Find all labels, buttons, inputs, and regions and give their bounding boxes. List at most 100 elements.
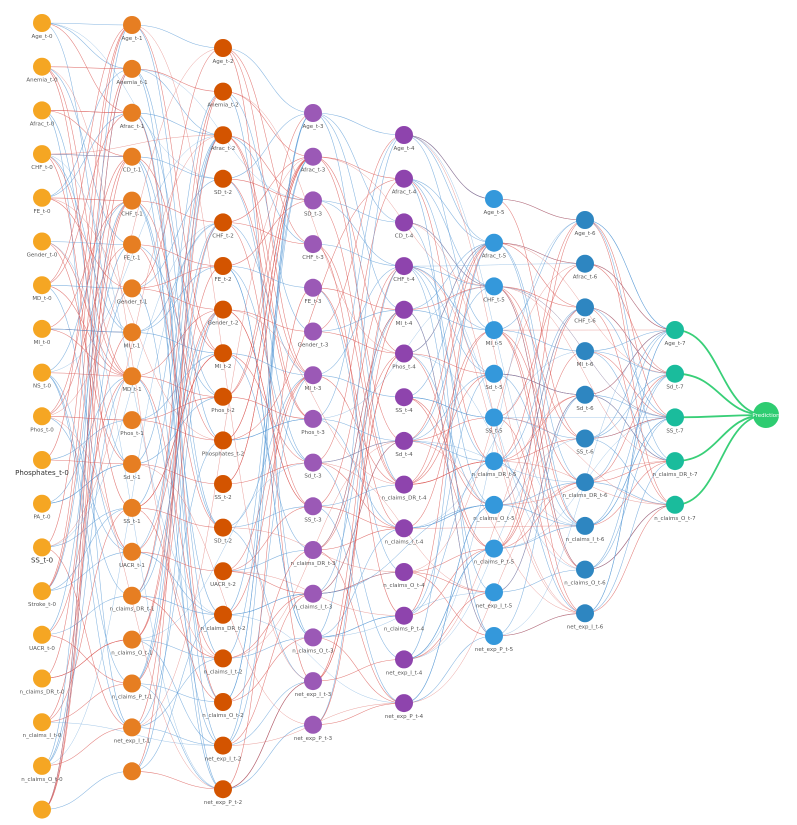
node-circle bbox=[576, 516, 594, 535]
node-label: net_exp_P_t-3 bbox=[294, 736, 333, 742]
edge bbox=[131, 24, 224, 354]
graph-node: MI_t-4 bbox=[395, 300, 413, 327]
edge bbox=[222, 374, 314, 746]
edge bbox=[222, 47, 314, 114]
node-circle bbox=[33, 756, 51, 775]
edge bbox=[403, 242, 495, 485]
edge bbox=[584, 263, 676, 331]
node-circle bbox=[214, 736, 232, 755]
graph-node: n_claims_O_t-7 bbox=[654, 495, 696, 522]
node-label: SS_t-6 bbox=[576, 450, 594, 456]
node-label: Gender_t-1 bbox=[117, 299, 148, 305]
node-circle bbox=[33, 188, 51, 207]
graph-node: Sd_t-1 bbox=[123, 455, 141, 481]
edge bbox=[222, 374, 314, 528]
graph-node: UACR_t-2 bbox=[210, 562, 236, 588]
edge bbox=[584, 263, 676, 374]
prediction-label: Prediction bbox=[752, 413, 780, 419]
edge bbox=[41, 66, 133, 70]
graph-node: MI_t-0 bbox=[33, 319, 51, 346]
node-circle bbox=[33, 800, 51, 819]
node-circle bbox=[304, 104, 322, 122]
node-label: PA_t-0 bbox=[33, 515, 51, 521]
node-circle bbox=[304, 628, 322, 647]
node-circle bbox=[33, 101, 51, 120]
graph-node: n_claims_O_t-0 bbox=[21, 756, 63, 783]
edge bbox=[41, 375, 133, 767]
graph-node: Phosphates_t-0 bbox=[15, 451, 69, 477]
node-label: CD_t-1 bbox=[123, 168, 141, 174]
edges-group bbox=[41, 22, 767, 810]
node-label: n_claims_O_t-4 bbox=[383, 583, 425, 589]
node-circle bbox=[304, 672, 322, 691]
edge bbox=[41, 68, 133, 592]
edge bbox=[493, 219, 586, 331]
edge bbox=[131, 222, 224, 684]
graph-node: n_claims_O_t-1 bbox=[111, 630, 153, 657]
edge bbox=[403, 242, 495, 398]
node-label: Afrac_t-6 bbox=[573, 275, 598, 281]
node-label: MI_t-0 bbox=[34, 340, 51, 346]
edge bbox=[222, 309, 405, 485]
edge bbox=[222, 156, 314, 441]
node-circle bbox=[214, 39, 232, 57]
edge bbox=[493, 219, 586, 462]
edge bbox=[222, 156, 314, 398]
graph-node: Afrac_t-3 bbox=[301, 147, 326, 174]
edge bbox=[312, 265, 405, 682]
node-circle bbox=[666, 408, 684, 427]
node-label: net_exp_I_t-2 bbox=[205, 757, 242, 763]
node-label: net_exp_I_t-5 bbox=[476, 603, 513, 609]
edge bbox=[222, 374, 314, 616]
edge bbox=[222, 112, 314, 180]
edge bbox=[41, 68, 133, 810]
edge bbox=[493, 394, 586, 593]
edge bbox=[312, 287, 405, 311]
node-circle bbox=[33, 145, 51, 164]
edge bbox=[131, 24, 224, 49]
edge bbox=[584, 417, 676, 570]
edge bbox=[131, 68, 224, 528]
node-circle bbox=[304, 235, 322, 254]
node-label: Afrac_t-0 bbox=[30, 121, 55, 127]
node-circle bbox=[576, 254, 594, 273]
edge bbox=[222, 112, 314, 746]
node-label: SS_t-3 bbox=[304, 517, 322, 523]
node-label: Phos_t-4 bbox=[392, 365, 416, 371]
node-circle bbox=[33, 625, 51, 644]
edge bbox=[584, 329, 676, 614]
node-circle bbox=[395, 388, 413, 407]
edge bbox=[222, 680, 314, 790]
graph-node: SS_t-0 bbox=[31, 538, 53, 564]
edge bbox=[41, 156, 133, 810]
node-circle bbox=[304, 278, 322, 297]
graph-node: CHF_t-0 bbox=[31, 145, 53, 171]
graph-node: Age_t-5 bbox=[483, 190, 505, 216]
node-circle bbox=[123, 455, 141, 473]
node-label: NS_t-0 bbox=[33, 384, 51, 390]
edge bbox=[222, 680, 314, 746]
node-circle bbox=[395, 606, 413, 625]
graph-node: net_exp_P_t-3 bbox=[294, 715, 333, 742]
node-circle bbox=[304, 453, 322, 472]
graph-node: n_claims_I_t-0 bbox=[23, 713, 62, 739]
edge bbox=[493, 307, 586, 506]
edge bbox=[41, 66, 224, 659]
node-label: net_exp_P_t-2 bbox=[204, 800, 242, 806]
edge bbox=[41, 22, 133, 70]
edge bbox=[312, 528, 405, 638]
node-label: net_exp_I_t-3 bbox=[295, 692, 332, 698]
node-label: SS_t-2 bbox=[214, 495, 231, 501]
node-circle bbox=[33, 363, 51, 382]
node-circle bbox=[485, 277, 503, 296]
graph-node: FE_t-3 bbox=[304, 278, 322, 305]
edge bbox=[312, 309, 405, 726]
node-label: Phosphates_t-2 bbox=[202, 451, 244, 457]
node-label: n_claims_O_t-3 bbox=[292, 648, 334, 654]
edge bbox=[222, 156, 314, 616]
node-circle bbox=[304, 191, 322, 210]
node-label: MI_t-1 bbox=[124, 343, 141, 349]
graph-node: n_claims_O_t-3 bbox=[292, 628, 334, 654]
node-circle bbox=[576, 560, 594, 579]
